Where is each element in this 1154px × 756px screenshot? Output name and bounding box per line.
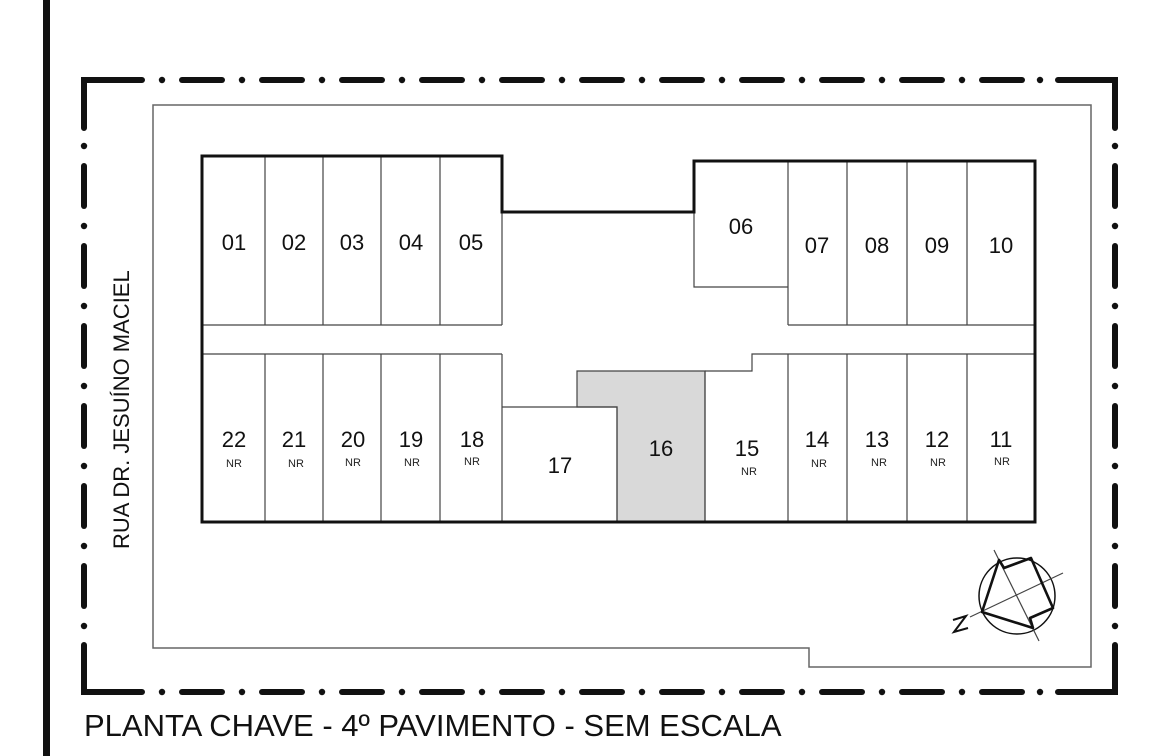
property-boundary-dots: [80, 76, 1119, 696]
unit-14-tag: NR: [811, 458, 827, 470]
unit-09[interactable]: 09: [925, 233, 949, 258]
unit-06[interactable]: 06: [729, 214, 753, 239]
unit-labels: 01 02 03 04 05 06 07 08 09 10 22 NR 21 N…: [222, 214, 1013, 478]
unit-12-tag: NR: [930, 457, 946, 469]
unit-07[interactable]: 07: [805, 233, 829, 258]
street-name: RUA DR. JESUÍNO MACIEL: [109, 270, 134, 549]
unit-02[interactable]: 02: [282, 230, 306, 255]
unit-15-tag: NR: [741, 466, 757, 478]
north-arrow-icon: [951, 549, 1064, 642]
unit-18-tag: NR: [464, 456, 480, 468]
unit-08[interactable]: 08: [865, 233, 889, 258]
unit-19-tag: NR: [404, 457, 420, 469]
unit-13-tag: NR: [871, 457, 887, 469]
frame-border-bar: [43, 0, 50, 756]
unit-15[interactable]: 15: [735, 436, 759, 461]
unit-22[interactable]: 22: [222, 427, 246, 452]
unit-13[interactable]: 13: [865, 427, 889, 452]
unit-17[interactable]: 17: [548, 453, 572, 478]
drawing-title: PLANTA CHAVE - 4º PAVIMENTO - SEM ESCALA: [84, 708, 782, 743]
property-boundary: [81, 77, 1118, 695]
unit-22-tag: NR: [226, 458, 242, 470]
unit-21-tag: NR: [288, 458, 304, 470]
unit-20[interactable]: 20: [341, 427, 365, 452]
unit-19[interactable]: 19: [399, 427, 423, 452]
unit-10[interactable]: 10: [989, 233, 1013, 258]
unit-01[interactable]: 01: [222, 230, 246, 255]
unit-03[interactable]: 03: [340, 230, 364, 255]
unit-partitions: [202, 156, 1035, 522]
unit-20-tag: NR: [345, 457, 361, 469]
unit-12[interactable]: 12: [925, 427, 949, 452]
unit-11[interactable]: 11: [990, 427, 1013, 452]
unit-14[interactable]: 14: [805, 427, 829, 452]
unit-21[interactable]: 21: [282, 427, 306, 452]
unit-16-highlight[interactable]: [576, 370, 706, 523]
unit-16[interactable]: 16: [649, 436, 673, 461]
unit-18[interactable]: 18: [460, 427, 484, 452]
unit-05[interactable]: 05: [459, 230, 483, 255]
building-outline: [200, 154, 1037, 524]
unit-04[interactable]: 04: [399, 230, 423, 255]
lot-line: [152, 104, 1092, 668]
unit-11-tag: NR: [994, 456, 1010, 468]
